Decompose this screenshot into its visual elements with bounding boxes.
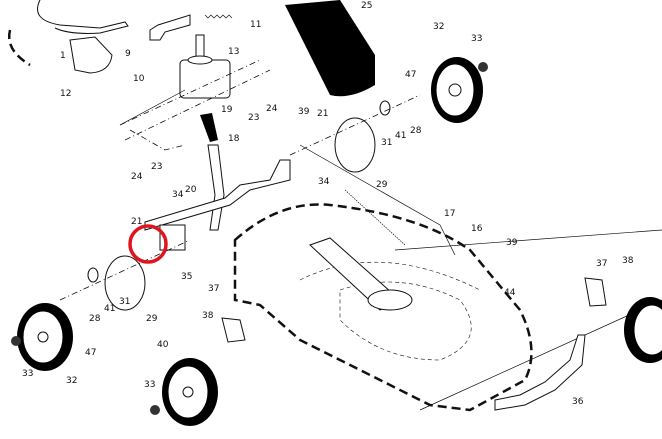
- highlight-circle: [128, 224, 168, 264]
- gear-29b: [104, 255, 146, 311]
- label-34: 34: [172, 190, 184, 200]
- label-18: 18: [228, 134, 240, 144]
- label-35: 35: [181, 272, 192, 282]
- grip-19: [200, 113, 218, 142]
- label-20: 20: [185, 185, 197, 195]
- axle-line: [119, 59, 271, 151]
- label-24: 24: [266, 104, 278, 114]
- label-13: 13: [228, 47, 239, 57]
- label-1: 1: [60, 51, 66, 61]
- mower-deck: [233, 203, 533, 412]
- label-28: 28: [89, 314, 101, 324]
- drive-axle: [119, 89, 186, 126]
- blade-44: [367, 289, 413, 311]
- label-31: 31: [381, 138, 392, 148]
- wheel-32-rear: [431, 57, 483, 123]
- nut-33c: [150, 405, 160, 415]
- wheel-right-partial: [624, 297, 662, 363]
- nut-33b: [11, 336, 21, 346]
- transmission-13: [179, 34, 231, 99]
- label-39: 39: [506, 238, 518, 248]
- label-47: 47: [405, 70, 416, 80]
- label-12: 12: [60, 89, 71, 99]
- wheel-40-front: [162, 358, 218, 426]
- bracket-37a: [221, 317, 246, 343]
- label-36: 36: [572, 397, 584, 407]
- wheel-axis: [59, 94, 421, 301]
- label-23: 23: [151, 162, 162, 172]
- label-38: 38: [622, 256, 634, 266]
- label-40: 40: [157, 340, 169, 350]
- label-38: 38: [202, 311, 214, 321]
- nut-33a: [478, 62, 488, 72]
- gear-29a: [334, 117, 376, 173]
- spring-11: [204, 14, 233, 19]
- label-33: 33: [22, 369, 33, 379]
- label-31: 31: [119, 297, 130, 307]
- height-adjust-rod: [144, 159, 291, 231]
- label-41: 41: [395, 131, 406, 141]
- part-labels: 1 9 10 11 12 13 25 32 33 47 39 21 19 24 …: [22, 1, 634, 407]
- label-37: 37: [596, 259, 607, 269]
- deck-contours: [299, 261, 481, 361]
- gear-41a: [379, 100, 391, 116]
- label-33: 33: [471, 34, 482, 44]
- label-47: 47: [85, 348, 96, 358]
- label-29: 29: [146, 314, 158, 324]
- label-11: 11: [250, 20, 261, 30]
- rod-16: [299, 144, 456, 256]
- label-17: 17: [444, 209, 455, 219]
- label-25: 25: [361, 1, 372, 11]
- handle-part: [7, 0, 191, 74]
- label-21: 21: [131, 217, 142, 227]
- label-44: 44: [504, 288, 516, 298]
- gear-41b: [87, 267, 99, 283]
- label-32: 32: [433, 22, 444, 32]
- label-32: 32: [66, 376, 77, 386]
- label-21: 21: [317, 109, 328, 119]
- label-24: 24: [131, 172, 143, 182]
- label-34: 34: [318, 177, 330, 187]
- deck-edge: [394, 229, 662, 411]
- label-41: 41: [104, 304, 115, 314]
- lever-18: [207, 144, 225, 231]
- axle-36: [494, 334, 586, 411]
- label-33: 33: [144, 380, 155, 390]
- label-37: 37: [208, 284, 219, 294]
- label-39: 39: [298, 107, 310, 117]
- label-9: 9: [125, 49, 131, 59]
- spring-17: [344, 189, 406, 246]
- label-16: 16: [471, 224, 483, 234]
- wheel-32-front-left: [17, 303, 73, 371]
- label-28: 28: [410, 126, 422, 136]
- label-19: 19: [221, 105, 233, 115]
- bracket-37b: [584, 277, 607, 307]
- label-10: 10: [133, 74, 145, 84]
- label-29: 29: [376, 180, 388, 190]
- label-23: 23: [248, 113, 259, 123]
- discharge-chute: [285, 0, 375, 97]
